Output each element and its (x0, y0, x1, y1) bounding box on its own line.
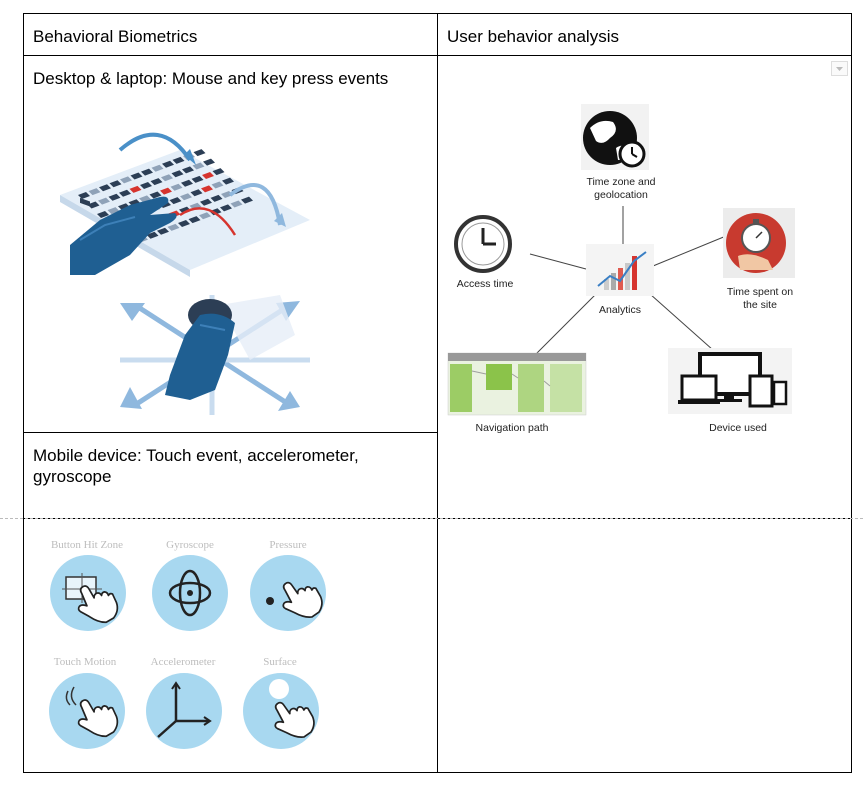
stopwatch-icon (723, 208, 795, 278)
key (119, 189, 131, 197)
gyroscope-label: Gyroscope (166, 539, 214, 551)
key (220, 204, 232, 212)
table-left-border (23, 13, 24, 773)
key (149, 191, 162, 199)
key (192, 162, 205, 170)
key (172, 156, 185, 164)
desktop-laptop-label: Desktop & laptop: Mouse and key press ev… (33, 69, 389, 88)
key-red (202, 172, 214, 179)
key (191, 175, 204, 183)
key (146, 231, 159, 239)
keyboard-mouse-illustration (60, 132, 310, 415)
touch-motion-icon (49, 673, 125, 749)
touch-motion-label: Touch Motion (53, 656, 117, 668)
header-user-behavior-analysis: User behavior analysis (447, 27, 619, 46)
key (181, 179, 193, 187)
key (179, 206, 191, 214)
analytics-chart-icon (586, 244, 654, 296)
key (190, 189, 203, 197)
devices-icon (668, 348, 792, 414)
key (157, 227, 169, 235)
navigation-path-icon (447, 352, 587, 416)
key (230, 200, 243, 208)
hand-keyboard-icon (70, 196, 177, 275)
key (128, 199, 141, 207)
key (241, 196, 253, 204)
key (212, 168, 225, 176)
key (210, 194, 223, 202)
button-hit-zone-label: Button Hit Zone (50, 539, 124, 551)
mobile-device-label: Mobile device: Touch event, acceleromete… (33, 446, 359, 486)
key (99, 184, 111, 192)
dropdown-arrow-button[interactable] (831, 61, 848, 76)
timezone-geolocation-label: Time zone and geolocation (586, 176, 656, 201)
key (139, 195, 151, 203)
key (87, 201, 100, 209)
key (167, 223, 180, 231)
accelerometer-label: Accelerometer (150, 656, 216, 668)
navigation-path-label: Navigation path (475, 422, 549, 434)
table-right-border (851, 13, 852, 773)
analytics-diagram (447, 104, 795, 416)
surface-icon (243, 673, 321, 749)
key (107, 207, 120, 215)
key (141, 168, 153, 176)
key (203, 158, 215, 166)
key (150, 178, 163, 186)
header-behavioral-biometrics: Behavioral Biometrics (33, 27, 198, 46)
gyroscope-icon (152, 555, 228, 631)
key (211, 181, 224, 189)
key (193, 149, 206, 157)
key (178, 220, 190, 227)
globe-clock-icon (581, 104, 649, 170)
clock-icon (454, 215, 512, 273)
key (171, 170, 184, 178)
key (169, 197, 182, 205)
key-red (129, 185, 142, 193)
key (182, 166, 194, 174)
device-used-label: Device used (709, 422, 767, 434)
analytics-label: Analytics (598, 304, 641, 316)
key (118, 203, 130, 211)
key (88, 188, 101, 196)
key (109, 180, 122, 188)
key (170, 183, 183, 191)
table-center-border (437, 13, 438, 773)
key (98, 197, 110, 205)
chevron-down-icon (836, 67, 843, 71)
page-break-line (0, 518, 863, 519)
accelerometer-icon (146, 673, 222, 749)
key (97, 211, 109, 218)
button-hit-zone-icon (50, 555, 126, 632)
arrow-arc-right (228, 183, 282, 226)
key (120, 176, 132, 184)
key (200, 198, 212, 206)
key (188, 216, 201, 224)
surface-label: Surface (263, 656, 297, 668)
access-time-label: Access time (456, 278, 514, 290)
key (78, 192, 90, 199)
pressure-label: Pressure (269, 539, 307, 551)
key (161, 174, 173, 182)
key (199, 212, 211, 220)
key (140, 182, 152, 189)
key (209, 208, 222, 216)
hand-mouse-icon (165, 313, 235, 400)
mobile-icons-grid (49, 555, 329, 749)
key-red (201, 185, 213, 193)
time-spent-label: Time spent on the site (726, 286, 794, 311)
key-red (160, 187, 172, 195)
pressure-icon (250, 555, 329, 631)
key (151, 164, 164, 172)
table-mid-left-border (23, 432, 437, 433)
arrow-arc-left (118, 132, 192, 162)
key (222, 177, 234, 185)
key (162, 160, 174, 168)
key (108, 193, 121, 201)
key (180, 193, 192, 201)
key (130, 172, 143, 180)
